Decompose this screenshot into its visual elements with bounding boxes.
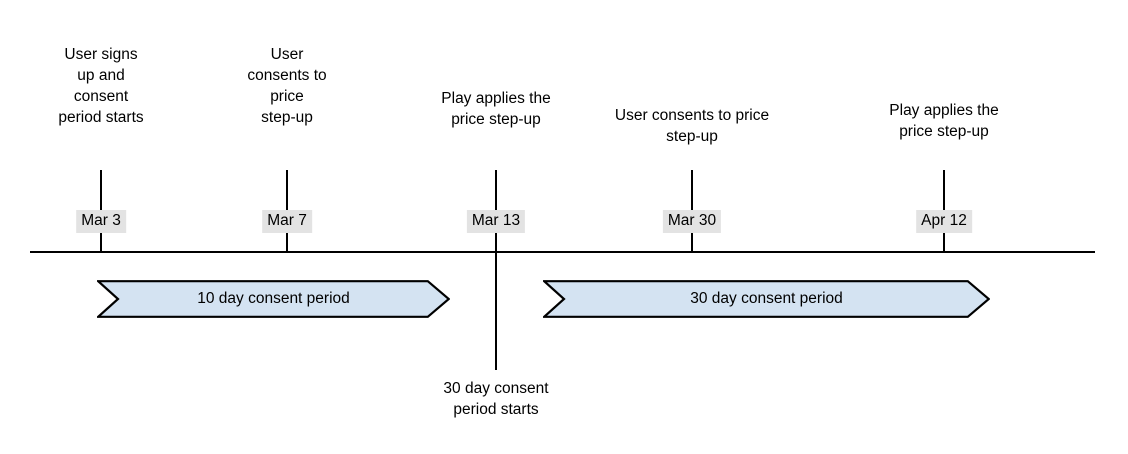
date-chip-mar-7: Mar 7 [262, 210, 312, 233]
date-chip-mar-13: Mar 13 [466, 210, 526, 233]
date-chip-mar-30: Mar 30 [662, 210, 722, 233]
event-caption-mar-3: User signs up and consent period starts [58, 46, 144, 126]
below-caption-thirty-day-start: 30 day consent period starts [443, 380, 549, 418]
consent-period-banner-ten-day: 10 day consent period [97, 280, 450, 318]
chevron-banner-shape [543, 280, 990, 318]
event-caption-apr-12: Play applies the price step-up [889, 102, 999, 140]
date-chip-mar-3: Mar 3 [76, 210, 126, 233]
date-chip-apr-12: Apr 12 [916, 210, 972, 233]
event-caption-mar-30: User consents to price step-up [614, 107, 770, 145]
event-caption-mar-13: Play applies the price step-up [441, 90, 551, 128]
chevron-banner-shape [97, 280, 450, 318]
timeline-axis [30, 251, 1095, 253]
consent-period-banner-thirty-day: 30 day consent period [543, 280, 990, 318]
tick-mar-13 [495, 170, 497, 370]
event-caption-mar-7: User consents to price step-up [247, 46, 327, 126]
